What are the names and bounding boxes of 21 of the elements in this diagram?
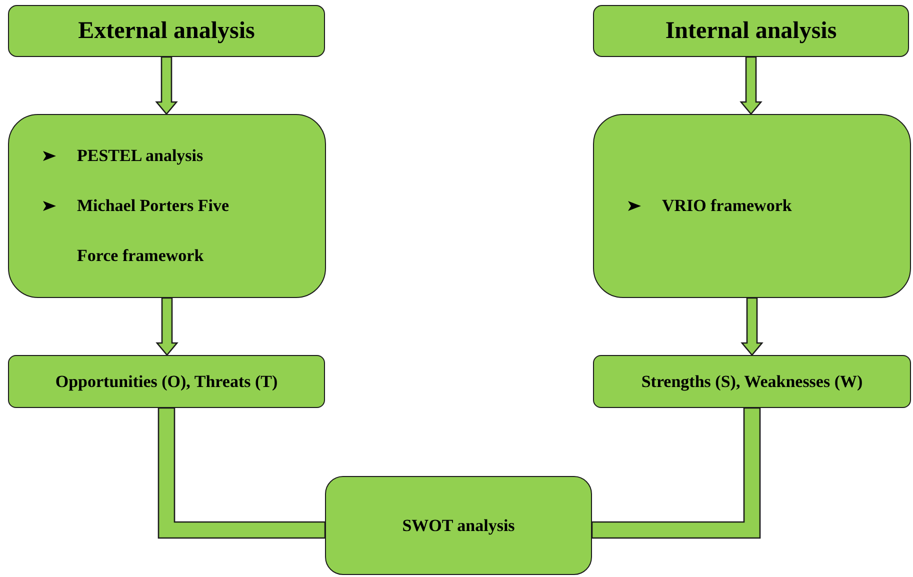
heading-box — [8, 5, 325, 57]
list-item: PESTEL analysis — [77, 145, 204, 167]
list-item: VRIO framework — [662, 195, 793, 217]
process-box — [8, 355, 325, 408]
heading-text: External analysis — [78, 18, 255, 44]
process-box — [593, 355, 911, 408]
content-box — [593, 114, 911, 298]
block-arrow — [155, 56, 178, 116]
process-box — [325, 476, 592, 575]
content-box — [8, 114, 326, 298]
heading-box — [593, 5, 909, 57]
box-label: Opportunities (O), Threats (T) — [55, 372, 278, 392]
list-item: Michael Porters Five Force framework — [77, 195, 230, 267]
connector-band — [158, 407, 326, 539]
box-label: SWOT analysis — [402, 516, 515, 536]
block-arrow — [156, 297, 178, 356]
block-arrow — [740, 56, 762, 116]
heading-text: Internal analysis — [665, 18, 837, 44]
connector-band — [591, 407, 761, 539]
box-label: Strengths (S), Weaknesses (W) — [641, 372, 863, 392]
block-arrow — [740, 297, 764, 356]
